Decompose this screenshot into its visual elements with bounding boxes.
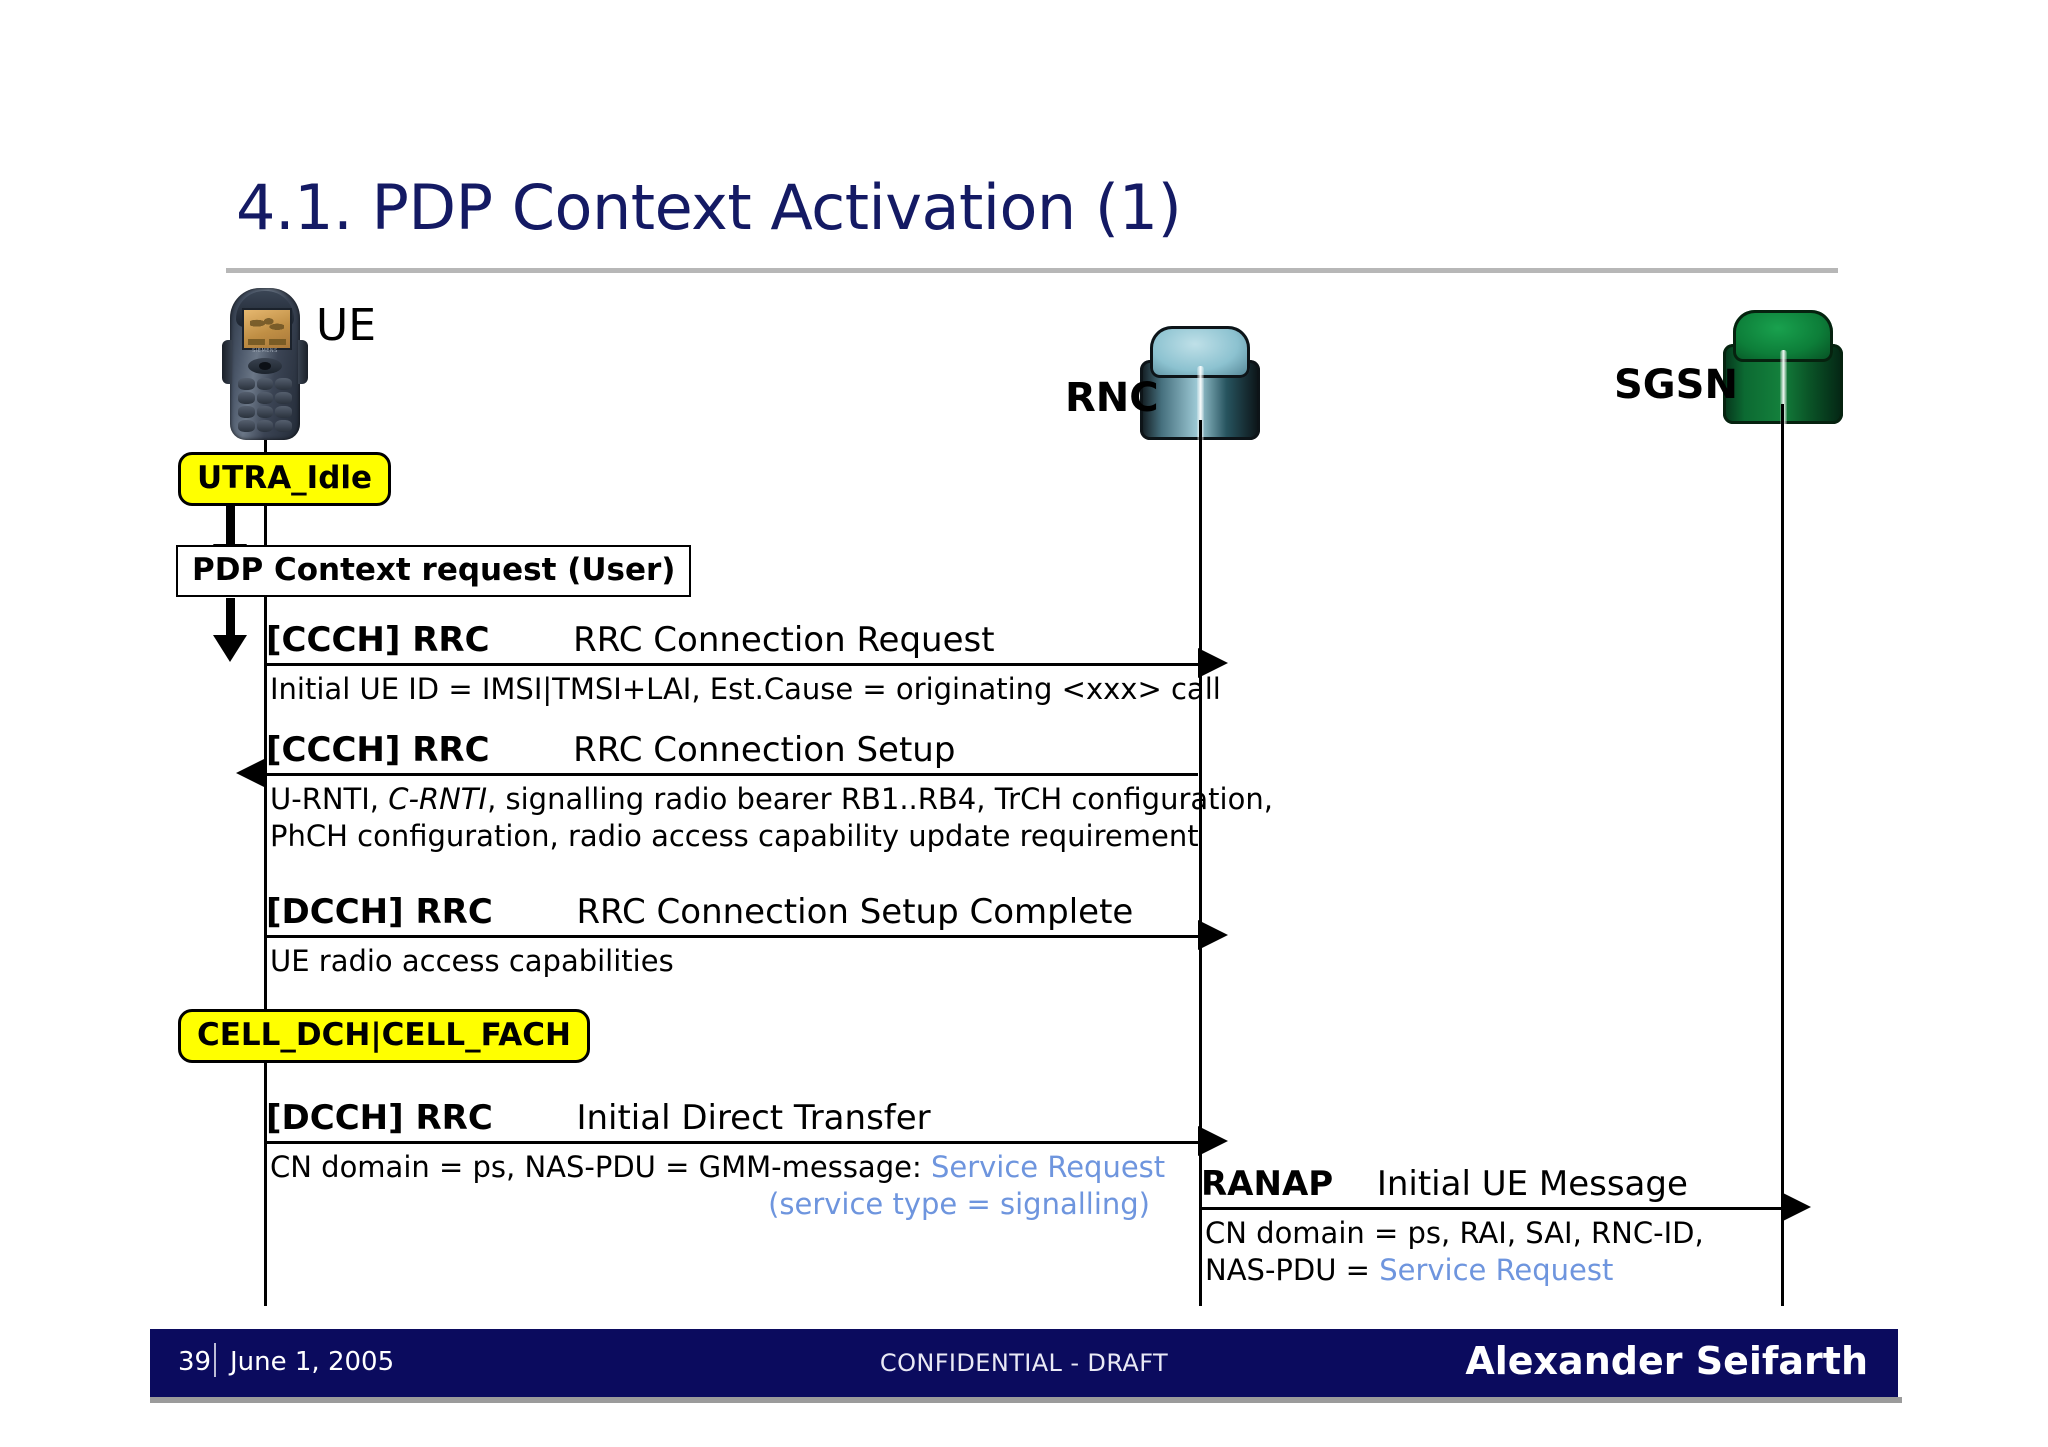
message-detail: UE radio access capabilities (270, 944, 674, 978)
message-arrow-line (266, 773, 1198, 776)
message-header: [CCCH] RRC RRC Connection Setup (266, 730, 955, 770)
footer-separator (214, 1343, 216, 1377)
footer-author: Alexander Seifarth (1465, 1339, 1868, 1383)
footer-classification: CONFIDENTIAL - DRAFT (879, 1349, 1169, 1377)
message-name: Initial Direct Transfer (576, 1098, 931, 1138)
message-protocol: RANAP (1201, 1164, 1334, 1204)
message-detail: U-RNTI, C-RNTI, signalling radio bearer … (270, 776, 1273, 854)
message-arrowhead-right (1198, 920, 1228, 950)
footer-date: June 1, 2005 (230, 1347, 395, 1377)
message-arrow-line (266, 935, 1198, 938)
title-divider (226, 268, 1838, 273)
message-name: Initial UE Message (1376, 1164, 1688, 1204)
message-arrow-line (266, 1141, 1198, 1144)
message-arrow-line (266, 663, 1198, 666)
message-protocol: [DCCH] RRC (266, 892, 493, 932)
mobile-phone-icon: SIEMENS (222, 288, 308, 440)
lifeline-ue (264, 440, 267, 1306)
message-initial-direct-transfer: [DCCH] RRC Initial Direct Transfer CN do… (266, 1094, 1228, 1221)
lifeline-rnc (1199, 420, 1202, 1306)
page-title: 4.1. PDP Context Activation (1) (236, 171, 1182, 244)
message-detail-line2: (service type = signalling) (768, 1186, 1150, 1221)
message-arrowhead-right (1781, 1192, 1811, 1222)
footer-bar: 39 June 1, 2005 CONFIDENTIAL - DRAFT Ale… (150, 1329, 1898, 1397)
footer-page-number: 39 (178, 1347, 212, 1377)
actor-label-ue: UE (316, 300, 377, 351)
message-detail-line1: U-RNTI, C-RNTI, signalling radio bearer … (270, 782, 1273, 816)
message-arrowhead-left (236, 758, 266, 788)
message-header: [DCCH] RRC RRC Connection Setup Complete (266, 892, 1133, 932)
action-box-pdp-context-request: PDP Context request (User) (176, 545, 692, 597)
message-name: RRC Connection Request (573, 620, 995, 660)
state-badge-utra-idle: UTRA_Idle (178, 452, 392, 506)
message-arrowhead-right (1198, 648, 1228, 678)
message-arrowhead-right (1198, 1126, 1228, 1156)
state-badge-cell-dch-cell-fach: CELL_DCH|CELL_FACH (178, 1009, 590, 1063)
message-protocol: [CCCH] RRC (266, 620, 490, 660)
message-detail: CN domain = ps, RAI, SAI, RNC-ID, NAS-PD… (1205, 1210, 1704, 1288)
message-detail-line1: CN domain = ps, RAI, SAI, RNC-ID, (1205, 1216, 1704, 1250)
message-detail-line2: PhCH configuration, radio access capabil… (270, 818, 1199, 853)
lifeline-sgsn (1781, 404, 1784, 1306)
message-detail-line1: CN domain = ps, NAS-PDU = GMM-message: S… (270, 1150, 1166, 1184)
message-name: RRC Connection Setup Complete (576, 892, 1134, 932)
message-header: [CCCH] RRC RRC Connection Request (266, 620, 995, 660)
message-header: RANAP Initial UE Message (1201, 1164, 1688, 1204)
message-detail: CN domain = ps, NAS-PDU = GMM-message: S… (270, 1144, 1170, 1222)
message-rrc-connection-request: [CCCH] RRC RRC Connection Request Initia… (266, 616, 1228, 706)
message-rrc-connection-setup: [CCCH] RRC RRC Connection Setup U-RNTI, … (236, 726, 1273, 853)
flow-arrow-down-2 (213, 598, 247, 662)
actor-label-rnc: RNC (1065, 375, 1159, 421)
message-initial-ue-message: RANAP Initial UE Message CN domain = ps,… (1201, 1160, 1811, 1287)
message-protocol: [CCCH] RRC (266, 730, 490, 770)
message-protocol: [DCCH] RRC (266, 1098, 493, 1138)
message-arrow-line (1201, 1207, 1781, 1210)
message-rrc-connection-setup-complete: [DCCH] RRC RRC Connection Setup Complete… (266, 888, 1228, 978)
message-header: [DCCH] RRC Initial Direct Transfer (266, 1098, 931, 1138)
footer-shadow (150, 1397, 1902, 1403)
message-detail: Initial UE ID = IMSI|TMSI+LAI, Est.Cause… (270, 672, 1221, 706)
actor-label-sgsn: SGSN (1614, 362, 1738, 408)
flow-arrow-down-1 (213, 503, 247, 571)
message-name: RRC Connection Setup (573, 730, 956, 770)
message-detail-line2: NAS-PDU = Service Request (1205, 1252, 1614, 1287)
